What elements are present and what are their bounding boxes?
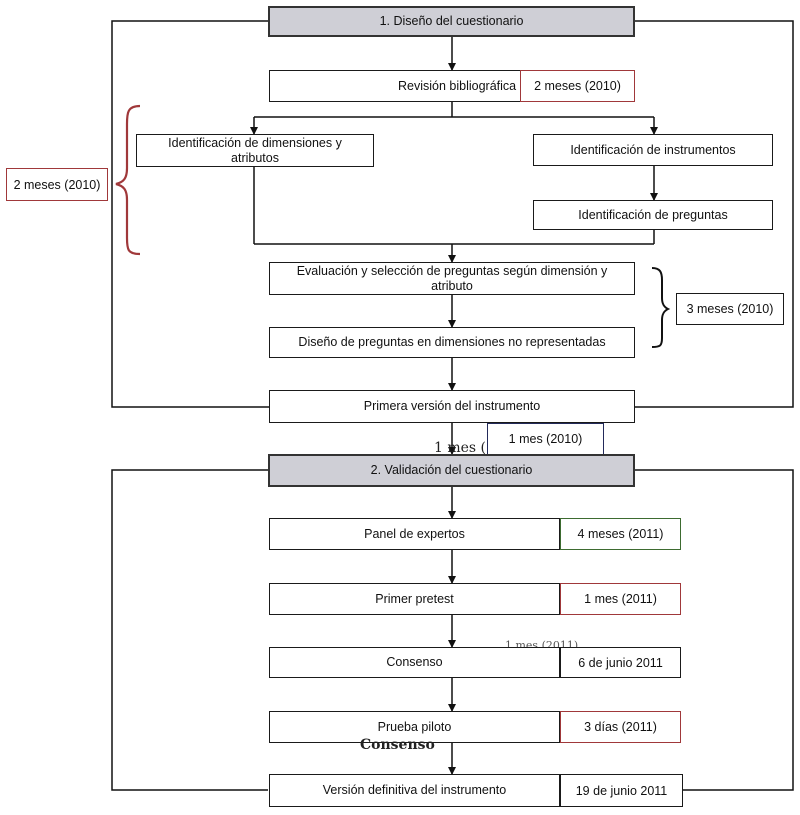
panel-duration: 4 meses (2011) bbox=[560, 518, 681, 550]
definitiva-duration: 19 de junio 2011 bbox=[560, 774, 683, 807]
revision-duration: 2 meses (2010) bbox=[520, 70, 635, 102]
instrumentos-box: Identificación de instrumentos bbox=[533, 134, 773, 166]
prueba-piloto-box: Prueba piloto bbox=[269, 711, 560, 743]
primera-duration: 1 mes (2010) bbox=[487, 423, 604, 455]
ghost-duration-text: 1 mes (1 bbox=[434, 440, 495, 456]
section1-frame bbox=[111, 20, 270, 408]
primer-pretest-box: Primer pretest bbox=[269, 583, 560, 615]
side-duration: 2 meses (2010) bbox=[6, 168, 108, 201]
right-brace bbox=[651, 267, 671, 348]
dimensiones-atributos-box: Identificación de dimensiones y atributo… bbox=[136, 134, 374, 167]
section2-header: 2. Validación del cuestionario bbox=[268, 454, 635, 487]
diseno-preguntas-box: Diseño de preguntas en dimensiones no re… bbox=[269, 327, 635, 358]
pretest-duration: 1 mes (2011) bbox=[560, 583, 681, 615]
section1-header: 1. Diseño del cuestionario bbox=[268, 6, 635, 37]
ghost-consenso-label: Consenso bbox=[360, 737, 435, 753]
primera-version-box: Primera versión del instrumento bbox=[269, 390, 635, 423]
consenso-box: Consenso bbox=[269, 647, 560, 678]
version-definitiva-box: Versión definitiva del instrumento bbox=[269, 774, 560, 807]
consenso-duration: 6 de junio 2011 bbox=[560, 647, 681, 678]
section2-frame bbox=[111, 469, 268, 791]
left-brace bbox=[115, 104, 141, 256]
preguntas-box: Identificación de preguntas bbox=[533, 200, 773, 230]
evaluacion-seleccion-box: Evaluación y selección de preguntas segú… bbox=[269, 262, 635, 295]
piloto-duration: 3 días (2011) bbox=[560, 711, 681, 743]
evaluacion-duration: 3 meses (2010) bbox=[676, 293, 784, 325]
panel-expertos-box: Panel de expertos bbox=[269, 518, 560, 550]
